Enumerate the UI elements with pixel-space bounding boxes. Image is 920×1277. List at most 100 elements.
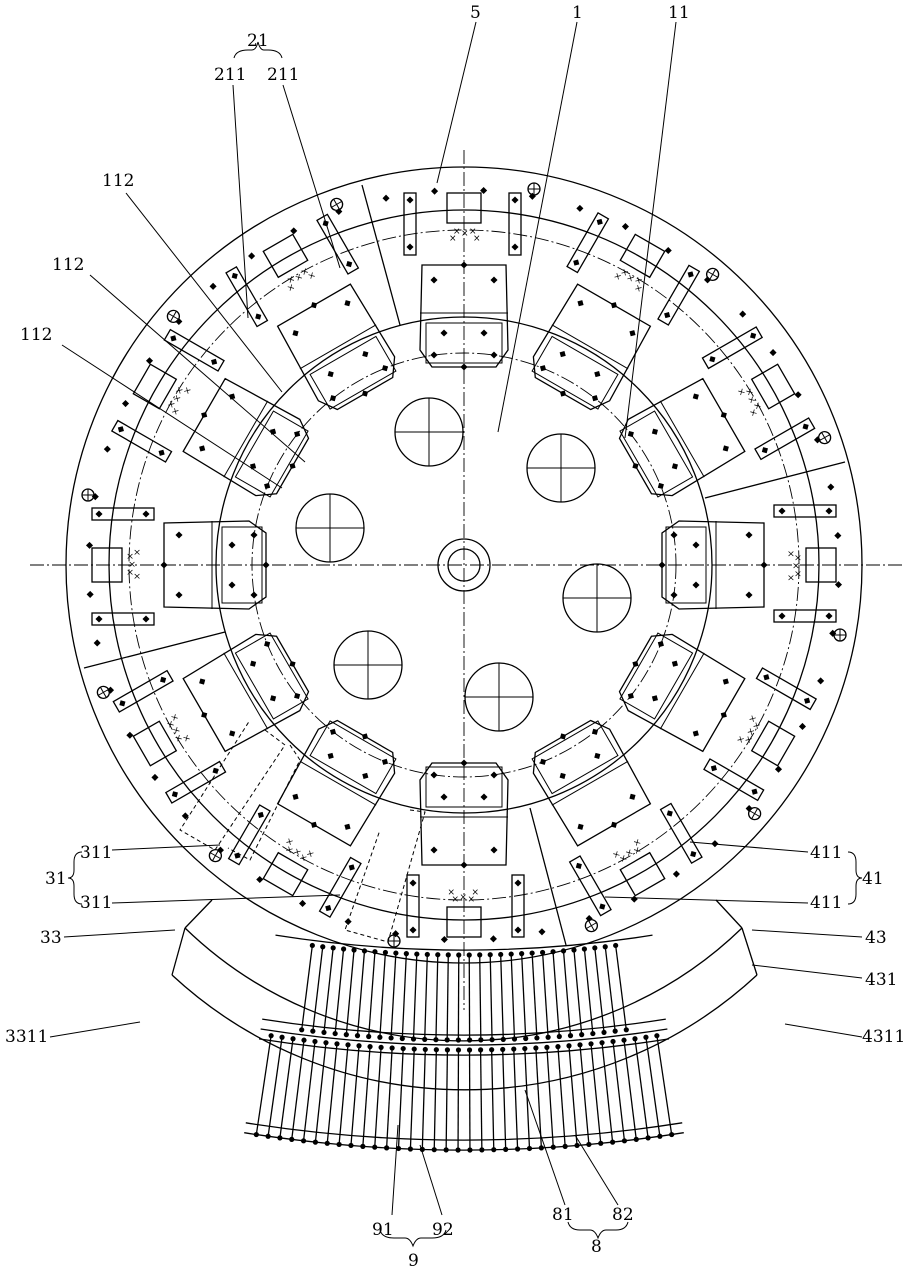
- conveyor-rung: [363, 1047, 370, 1147]
- conveyor-rung: [369, 952, 375, 1037]
- svg-text:×: ×: [734, 387, 746, 399]
- conveyor-rung: [324, 948, 333, 1033]
- conveyor-rung: [399, 1049, 404, 1149]
- bore-hole: [296, 494, 364, 562]
- conveyor-rung: [434, 1050, 436, 1150]
- conveyor-rung: [380, 952, 386, 1037]
- jaw-block: [525, 283, 652, 415]
- clamp-station: ×××××: [388, 759, 524, 947]
- label-8: 8: [591, 1237, 602, 1257]
- conveyor-rung: [522, 954, 526, 1039]
- rim-bolt: [834, 532, 841, 539]
- svg-text:×: ×: [612, 271, 624, 283]
- conveyor-rung: [313, 947, 323, 1031]
- svg-text:×: ×: [785, 550, 795, 558]
- conveyor-rung: [547, 1047, 553, 1147]
- conveyor-rung: [536, 1048, 542, 1148]
- conveyor-rung: [304, 1041, 315, 1140]
- conveyor-rung: [490, 955, 492, 1040]
- conveyor-rung: [602, 1043, 613, 1142]
- svg-text:×: ×: [746, 407, 758, 419]
- rim-bolt: [775, 766, 782, 773]
- label-112-bottom: 112: [20, 325, 52, 345]
- rim-bolt: [622, 223, 629, 230]
- conveyor-rung: [514, 1049, 518, 1149]
- conveyor-rung: [346, 950, 354, 1035]
- conveyor-rung: [410, 1049, 414, 1149]
- conveyor-boundary-inner: [185, 928, 742, 1041]
- label-1: 1: [572, 3, 583, 23]
- rim-bolt: [210, 283, 217, 290]
- rim-bolt: [248, 252, 255, 259]
- conveyor-rung: [302, 945, 313, 1029]
- rim-bolt: [817, 677, 824, 684]
- svg-text:×: ×: [790, 562, 800, 570]
- label-4311: 4311: [862, 1027, 905, 1047]
- conveyor-rung: [564, 951, 571, 1036]
- rim-bolt: [175, 318, 182, 325]
- conveyor-rung: [436, 955, 438, 1040]
- conveyor-rung: [580, 1045, 589, 1145]
- conveyor-rung: [503, 1049, 506, 1149]
- conveyor-rung: [616, 945, 627, 1029]
- clamp-station: ×××××: [602, 322, 832, 534]
- conveyor-rung: [480, 955, 481, 1040]
- rim-bolt: [146, 357, 153, 364]
- conveyor-rung: [446, 1050, 447, 1150]
- conveyor-rung: [447, 955, 448, 1040]
- clamp-station: ×××××: [658, 505, 846, 641]
- svg-text:×: ×: [449, 234, 457, 244]
- label-9: 9: [408, 1251, 419, 1271]
- svg-text:×: ×: [128, 560, 138, 568]
- rim-bolt: [576, 205, 583, 212]
- svg-text:×: ×: [473, 234, 481, 244]
- jaw-block: [613, 377, 745, 504]
- rim-bolt: [704, 276, 711, 283]
- conveyor-rung: [375, 1047, 381, 1147]
- conveyor-rung: [425, 954, 428, 1039]
- conveyor-rung: [391, 953, 396, 1038]
- svg-text:×: ×: [169, 711, 181, 723]
- rim-bolt: [799, 723, 806, 730]
- conveyor-rung: [591, 1044, 601, 1144]
- clamp-station: ×××××: [82, 489, 270, 625]
- rim-bolt: [151, 774, 158, 781]
- label-311-lower: 311: [80, 893, 112, 913]
- conveyor-rung: [339, 1045, 348, 1145]
- svg-text:×: ×: [471, 886, 479, 896]
- rim-bolt: [382, 195, 389, 202]
- rim-bolt: [739, 311, 746, 318]
- svg-text:×: ×: [133, 548, 143, 556]
- jaw-block: [182, 377, 314, 504]
- svg-text:×: ×: [461, 229, 469, 239]
- arc-conveyor: [172, 900, 757, 1153]
- label-82: 82: [612, 1205, 634, 1225]
- conveyor-rung: [511, 954, 514, 1039]
- rim-bolt: [104, 446, 111, 453]
- bore-holes: [296, 398, 631, 731]
- rim-bolt: [795, 391, 802, 398]
- svg-text:×: ×: [447, 886, 455, 896]
- svg-text:×: ×: [133, 572, 143, 580]
- clamp-station: ×××××: [221, 196, 433, 426]
- svg-text:×: ×: [734, 733, 746, 745]
- jaw-block: [525, 714, 652, 846]
- label-33: 33: [40, 928, 62, 948]
- conveyor-rung: [387, 1048, 393, 1148]
- conveyor-rung: [595, 948, 604, 1033]
- label-431: 431: [865, 970, 897, 990]
- conveyor-rail: [246, 1123, 682, 1140]
- jaw-block: [182, 626, 314, 753]
- rim-bolt: [299, 900, 306, 907]
- svg-text:×: ×: [284, 835, 296, 847]
- clamp-station: ×××××: [95, 596, 325, 808]
- label-81: 81: [552, 1205, 574, 1225]
- conveyor-rung: [481, 1050, 482, 1150]
- svg-text:×: ×: [746, 713, 758, 725]
- conveyor-rung: [532, 953, 537, 1038]
- conveyor-rung: [574, 950, 582, 1035]
- rim-bolt: [490, 935, 497, 942]
- rim-bolt: [673, 871, 680, 878]
- conveyor-rung: [501, 954, 504, 1039]
